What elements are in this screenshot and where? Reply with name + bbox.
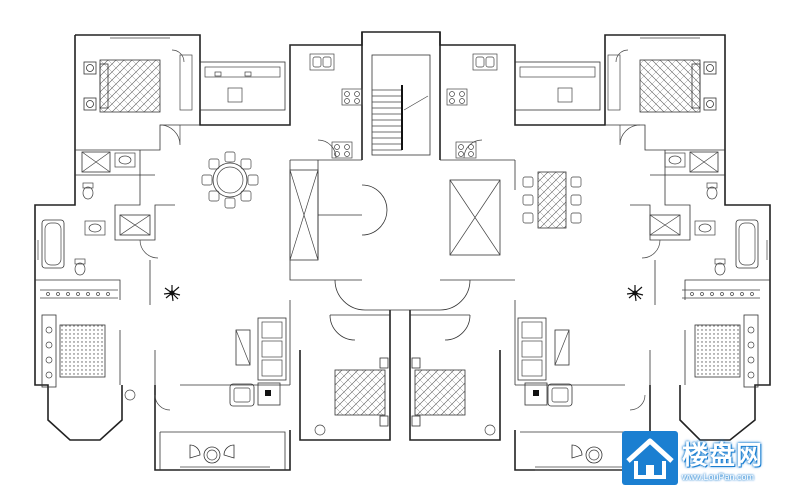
bathroom-right — [649, 151, 759, 276]
bedroom-left — [40, 289, 136, 401]
bedroom-top-left — [83, 49, 193, 113]
house-logo-icon — [622, 431, 678, 485]
door-swings — [139, 124, 661, 411]
potted-plant-icon — [163, 284, 181, 302]
bedroom-center — [314, 357, 496, 436]
elevator-right — [449, 179, 501, 256]
dining-rect-table — [522, 171, 582, 229]
dining-round-table — [201, 151, 259, 209]
stairwell — [371, 54, 431, 156]
kitchen-left — [309, 53, 363, 159]
windows — [34, 34, 771, 471]
study-right — [514, 61, 601, 111]
hall-curves — [329, 314, 471, 341]
stair-arrow-icon — [403, 95, 429, 111]
balcony-left — [159, 431, 286, 470]
elevator-left — [289, 169, 319, 261]
living-right — [517, 317, 573, 407]
bedroom-top-right — [607, 49, 717, 113]
potted-plant-icon — [626, 284, 644, 302]
watermark: 楼盘网 www.LouPan.com — [622, 427, 792, 489]
living-left — [229, 317, 287, 407]
bedroom-right — [682, 289, 760, 388]
kitchen-right — [446, 53, 498, 159]
bathroom-left — [41, 151, 151, 276]
study-left — [199, 61, 286, 111]
interior-walls — [35, 45, 770, 386]
watermark-url: www.LouPan.com — [682, 471, 755, 482]
lobby-curve — [334, 279, 471, 311]
watermark-name: 楼盘网 — [682, 440, 764, 471]
corridor-door-arc — [361, 184, 388, 236]
